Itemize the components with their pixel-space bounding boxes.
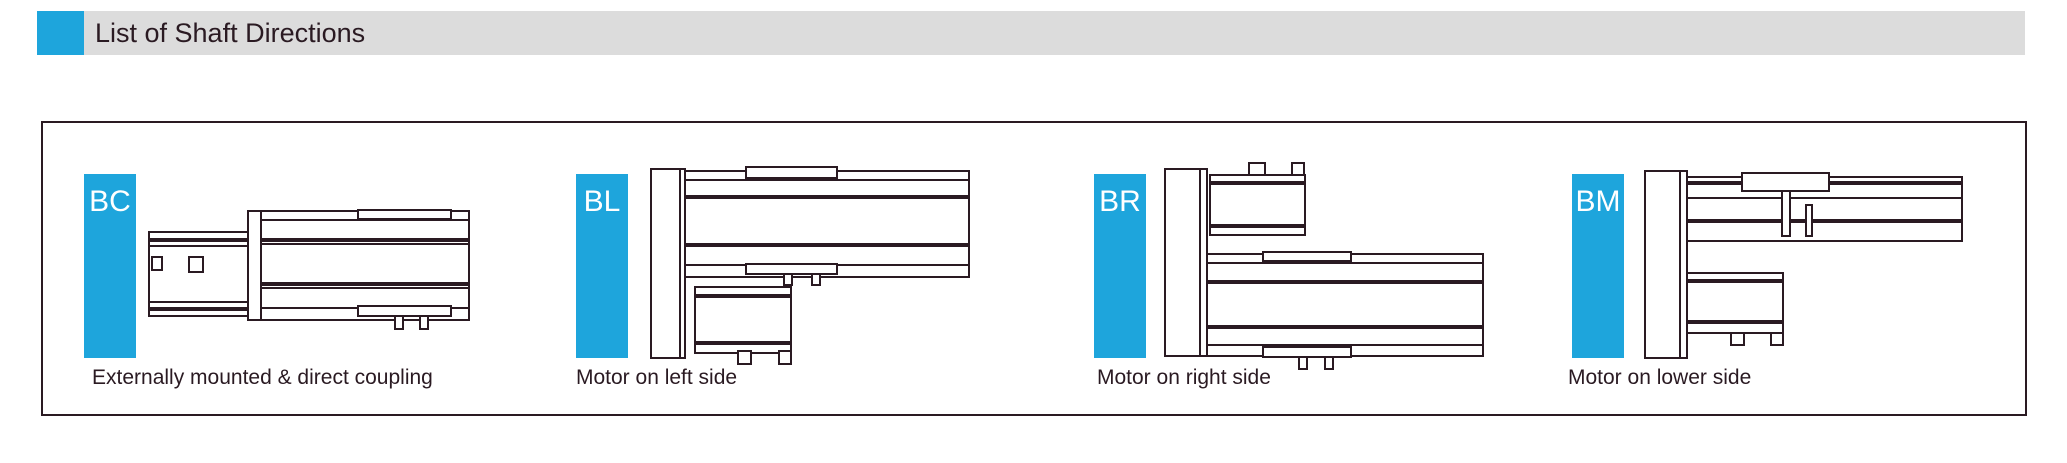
caption-bm: Motor on lower side xyxy=(1568,366,1752,389)
diagram-br xyxy=(1164,162,1484,370)
directions-panel xyxy=(41,121,2027,416)
code-badge-br: BR xyxy=(1094,174,1146,358)
code-badge-bc: BC xyxy=(84,174,136,358)
diagram-bc xyxy=(148,209,470,330)
caption-br: Motor on right side xyxy=(1097,366,1271,389)
caption-bl: Motor on left side xyxy=(576,366,738,389)
caption-bc: Externally mounted & direct coupling xyxy=(92,366,433,389)
page-title: List of Shaft Directions xyxy=(95,18,366,48)
header-bar xyxy=(37,11,2025,55)
header-accent xyxy=(37,11,84,55)
code-badge-bl: BL xyxy=(576,174,628,358)
diagram-bm xyxy=(1644,170,1963,359)
code-badge-bm: BM xyxy=(1572,174,1624,358)
diagram-bl xyxy=(650,166,970,365)
